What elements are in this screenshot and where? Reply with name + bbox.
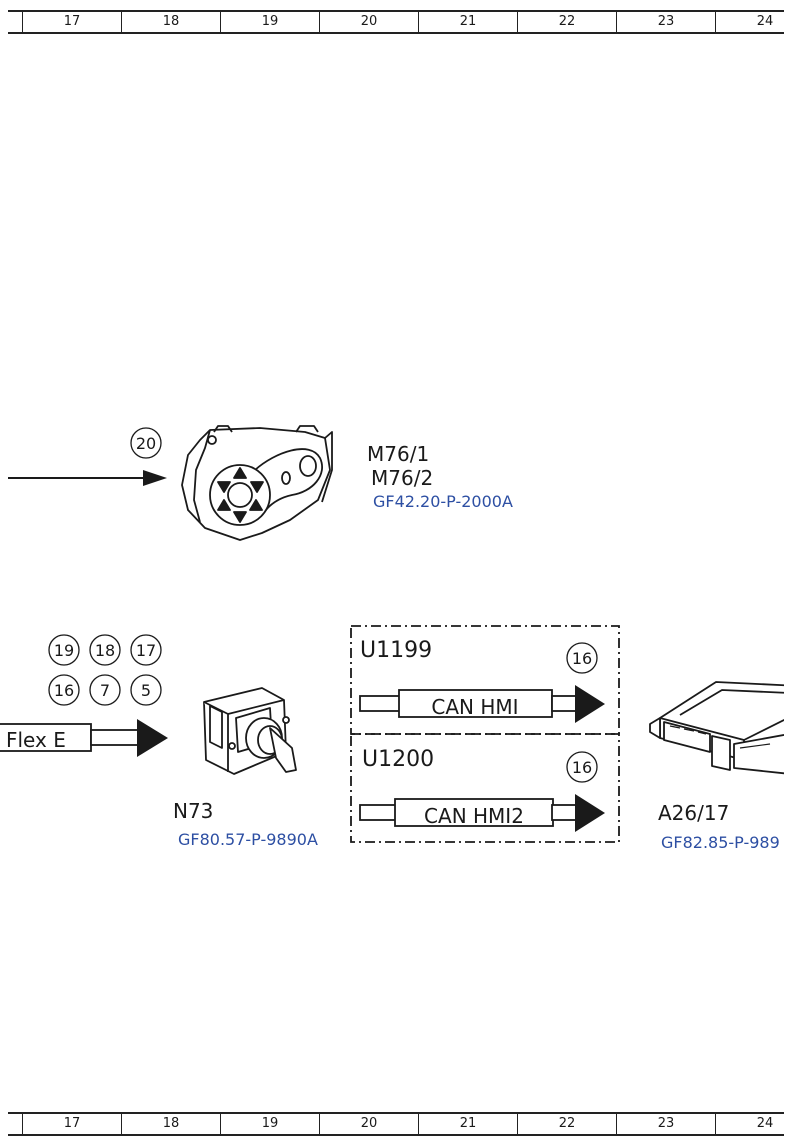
ruler-col: 17 <box>23 12 122 32</box>
m76-1-code: M76/1 <box>367 442 429 466</box>
u1200-marker: 16 <box>572 758 592 777</box>
column-ruler-top: 17 18 19 20 21 22 23 24 <box>8 10 784 34</box>
ruler-col: 22 <box>518 12 617 32</box>
ruler-col: 18 <box>122 1114 221 1134</box>
ruler-lead-cell <box>8 12 23 32</box>
n73-code: N73 <box>173 799 213 823</box>
ruler-lead-cell <box>8 1114 23 1134</box>
m76-marker: 20 <box>130 427 162 459</box>
u1200-code: U1200 <box>362 747 434 772</box>
ruler-col: 17 <box>23 1114 122 1134</box>
ruler-col: 19 <box>221 1114 320 1134</box>
n73-marker: 5 <box>141 681 151 700</box>
n73-marker: 7 <box>100 681 110 700</box>
column-ruler-bottom: 17 18 19 20 21 22 23 24 <box>8 1112 784 1136</box>
ruler-col: 24 <box>756 14 774 29</box>
ignition-switch-icon <box>203 687 297 775</box>
ruler-col: 20 <box>320 12 419 32</box>
ruler-col: 24 <box>756 1116 774 1131</box>
ruler-col: 20 <box>320 1114 419 1134</box>
a26-17-code: A26/17 <box>658 801 729 825</box>
control-unit-icon <box>649 681 784 775</box>
ruler-col: 21 <box>419 12 518 32</box>
u1200-box: U1200 16 CAN HMI2 <box>350 733 620 843</box>
can-hmi-label: CAN HMI <box>431 695 518 719</box>
ruler-col: 18 <box>122 12 221 32</box>
ruler-col: 23 <box>617 1114 716 1134</box>
u1199-code: U1199 <box>360 638 432 663</box>
n73-marker: 18 <box>95 641 115 660</box>
ruler-col: 21 <box>419 1114 518 1134</box>
u1199-marker: 16 <box>572 649 592 668</box>
a26-17-reference-link[interactable]: GF82.85-P-989 <box>661 833 780 852</box>
n73-markers: 19 18 17 16 7 5 <box>48 634 162 706</box>
ruler-col: 23 <box>617 12 716 32</box>
m76-marker-number: 20 <box>136 434 156 453</box>
can-hmi2-label: CAN HMI2 <box>424 804 524 828</box>
n73-reference-link[interactable]: GF80.57-P-9890A <box>178 830 318 849</box>
actuator-motor-icon <box>181 425 333 541</box>
n73-marker: 19 <box>54 641 74 660</box>
u1199-box: U1199 16 CAN HMI <box>350 625 620 735</box>
flex-e-bus-arrow: Flex E <box>0 719 168 757</box>
m76-signal-arrow <box>8 470 167 486</box>
m76-2-code: M76/2 <box>371 466 433 490</box>
n73-marker: 17 <box>136 641 156 660</box>
n73-marker: 16 <box>54 681 74 700</box>
ruler-col: 19 <box>221 12 320 32</box>
flex-e-label: Flex E <box>6 728 66 752</box>
m76-reference-link[interactable]: GF42.20-P-2000A <box>373 492 513 511</box>
ruler-col: 22 <box>518 1114 617 1134</box>
